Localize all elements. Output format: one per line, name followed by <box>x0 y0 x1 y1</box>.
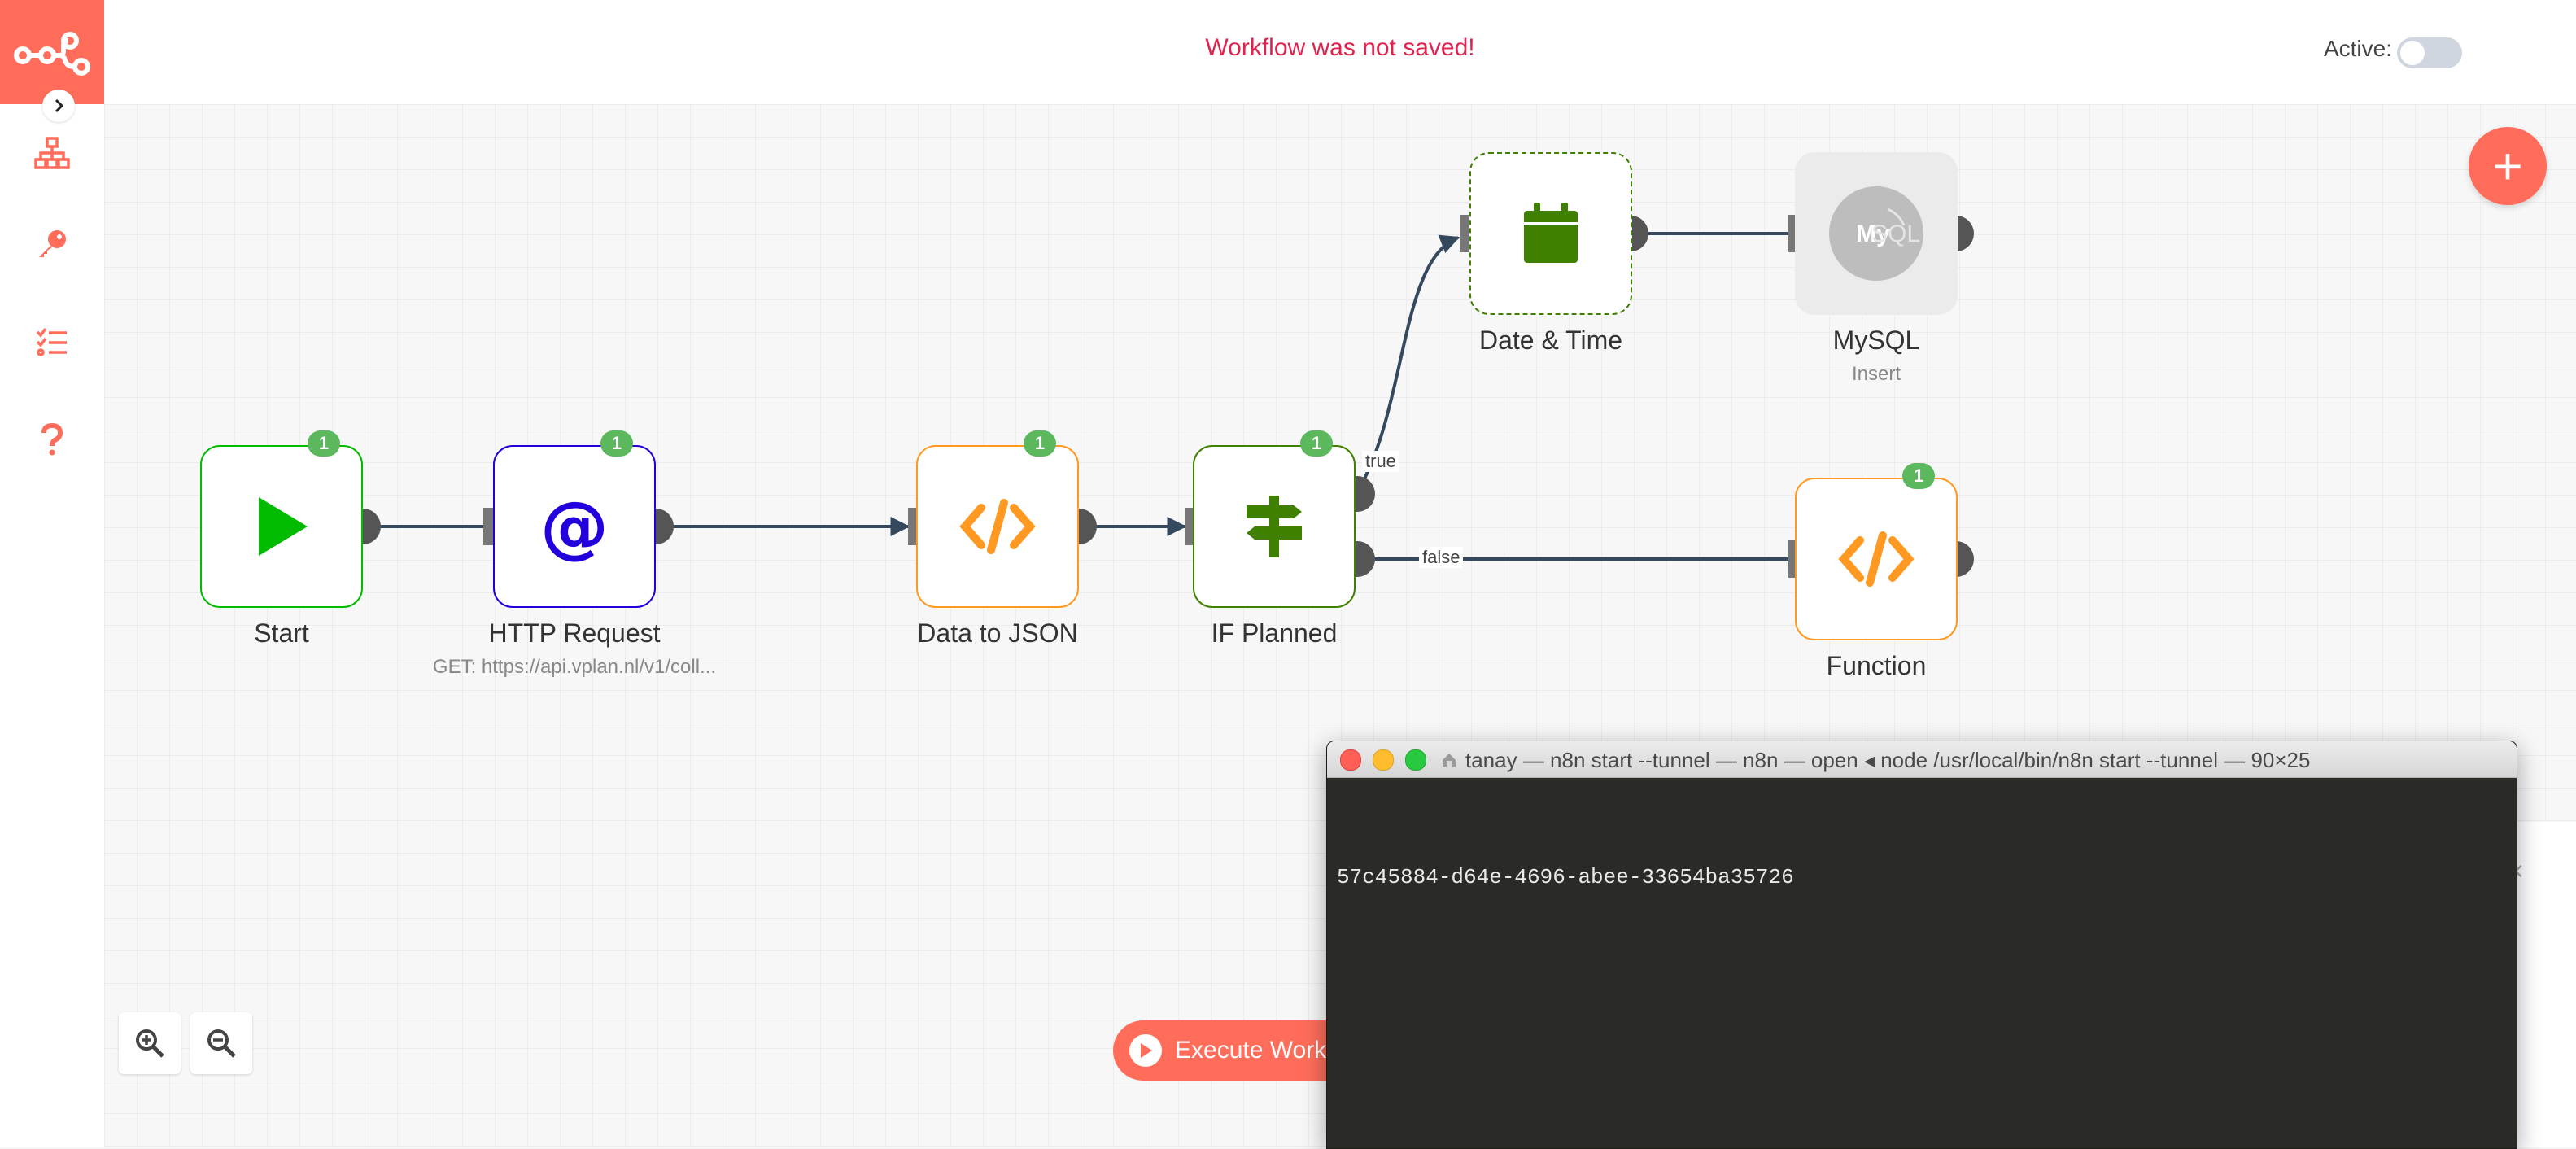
minimize-window-button[interactable] <box>1373 749 1394 771</box>
node-function[interactable]: 1 <box>1795 463 1958 640</box>
node-subtitle: GET: https://api.vplan.nl/v1/coll... <box>432 656 717 678</box>
play-icon <box>259 497 308 556</box>
sidebar <box>0 0 105 1147</box>
zoom-in-button[interactable] <box>119 1012 181 1074</box>
n8n-logo[interactable] <box>0 0 104 104</box>
mysql-icon: MySQL <box>1829 186 1923 281</box>
sidebar-item-executions[interactable] <box>33 322 72 361</box>
signpost-icon <box>1247 496 1302 557</box>
at-icon: @ <box>540 487 609 566</box>
top-bar: Workflow was not saved! Active: <box>104 0 2576 105</box>
edge-label-false: false <box>1419 547 1464 568</box>
node-label: HTTP Request <box>488 618 661 648</box>
terminal-title: tanay — n8n start --tunnel — n8n — open … <box>1465 748 2311 772</box>
terminal-output: 57c45884-d64e-4696-abee-33654ba35726 <box>1337 865 1794 889</box>
play-circle-icon <box>1129 1034 1162 1067</box>
execution-badge: 1 <box>308 430 340 457</box>
calendar-icon <box>1524 203 1578 263</box>
home-folder-icon <box>1443 754 1456 767</box>
sidebar-item-credentials[interactable] <box>33 225 72 264</box>
terminal-window[interactable]: tanay — n8n start --tunnel — n8n — open … <box>1326 741 2517 1149</box>
sidebar-item-workflows[interactable] <box>33 133 72 173</box>
close-window-button[interactable] <box>1340 749 1361 771</box>
node-data-to-json[interactable]: 1 <box>916 430 1079 608</box>
code-icon <box>1838 531 1915 587</box>
chevron-right-icon <box>55 98 64 113</box>
sidebar-expand-button[interactable] <box>42 90 75 122</box>
svg-text:My: My <box>1856 221 1890 247</box>
node-subtitle: Insert <box>1851 363 1901 385</box>
sidebar-item-help[interactable] <box>33 420 72 459</box>
active-label: Active: <box>2323 36 2392 61</box>
zoom-out-icon <box>207 1029 236 1058</box>
node-label: Date & Time <box>1478 325 1623 355</box>
question-icon <box>41 423 63 456</box>
node-label: Data to JSON <box>917 618 1078 648</box>
execution-badge: 1 <box>1024 430 1056 457</box>
add-node-button[interactable]: + <box>2469 127 2547 205</box>
node-if-planned[interactable]: 1 <box>1193 430 1356 608</box>
save-status-message: Workflow was not saved! <box>1205 34 1475 61</box>
terminal-titlebar[interactable]: tanay — n8n start --tunnel — n8n — open … <box>1327 741 2517 778</box>
execution-badge: 1 <box>600 430 633 457</box>
tasks-icon <box>36 327 67 356</box>
execution-badge: 1 <box>1902 463 1935 489</box>
zoom-out-button[interactable] <box>190 1012 252 1074</box>
active-toggle[interactable] <box>2397 37 2462 68</box>
zoom-in-icon <box>136 1029 164 1058</box>
node-label: Function <box>1826 651 1927 680</box>
key-icon <box>39 230 66 257</box>
node-date-time[interactable] <box>1469 152 1632 315</box>
node-http-request[interactable]: @ 1 <box>493 430 656 608</box>
maximize-window-button[interactable] <box>1405 749 1426 771</box>
plus-icon: + <box>2492 137 2523 195</box>
code-icon <box>959 499 1036 554</box>
node-label: Start <box>254 618 309 648</box>
edge-label-true: true <box>1362 451 1399 472</box>
toggle-knob <box>2400 41 2425 65</box>
network-icon <box>34 137 70 169</box>
node-start[interactable]: 1 <box>200 430 363 608</box>
node-label: IF Planned <box>1211 618 1338 648</box>
node-label: MySQL <box>1832 325 1920 355</box>
execution-badge: 1 <box>1300 430 1333 457</box>
svg-text:SQL: SQL <box>1871 221 1920 247</box>
